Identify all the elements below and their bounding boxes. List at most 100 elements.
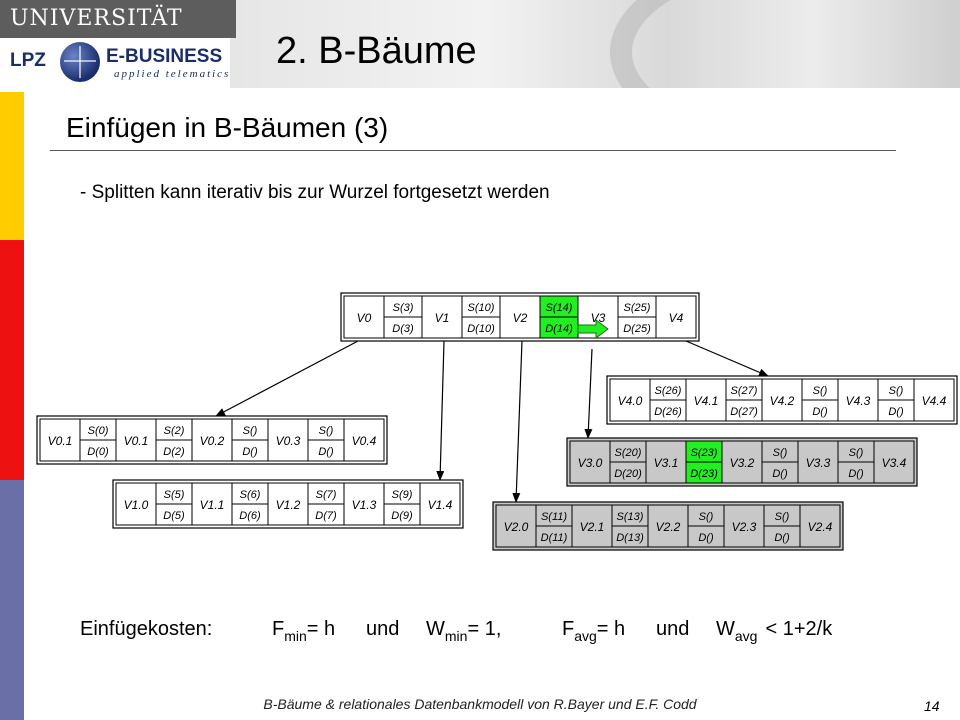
pointer-cell — [421, 295, 463, 339]
pointer-label: V1.4 — [428, 498, 453, 512]
key-label: S(20) — [615, 447, 642, 459]
data-label: D() — [774, 532, 790, 544]
data-label: D() — [772, 468, 788, 480]
key-label: S() — [889, 385, 904, 397]
data-label: D(26) — [654, 406, 682, 418]
pointer-label: V0.3 — [276, 434, 301, 448]
pointer-cell — [799, 504, 841, 548]
key-label: S() — [813, 385, 828, 397]
pointer-label: V2.2 — [656, 520, 681, 534]
pointer-label: V1.2 — [276, 498, 301, 512]
pointer-cell — [343, 295, 385, 339]
pointer-label: V3 — [591, 311, 606, 325]
header: UNIVERSITÄT LEIPZIG LPZ E-BUSINESS appli… — [0, 0, 960, 88]
data-label: D(9) — [391, 510, 413, 522]
data-label: D(10) — [467, 323, 495, 335]
pointer-label: V3.2 — [730, 456, 755, 470]
pointer-label: V3.0 — [578, 456, 603, 470]
data-label: D() — [698, 532, 714, 544]
header-photo — [230, 0, 960, 88]
key-label: S(13) — [617, 511, 644, 523]
key-label: S() — [699, 511, 714, 523]
edge-v2 — [512, 340, 523, 503]
pointer-cell — [723, 504, 765, 548]
key-label: S() — [773, 447, 788, 459]
pointer-cell — [761, 378, 803, 422]
data-label: D() — [888, 406, 904, 418]
data-label: D(27) — [730, 406, 758, 418]
logo-subtitle: applied telematics — [114, 68, 231, 80]
pointer-cell — [39, 418, 81, 462]
key-label: S(9) — [392, 489, 413, 501]
split-arrow-icon — [577, 319, 609, 339]
data-label: D() — [318, 446, 334, 458]
pointer-label: V2.4 — [808, 520, 833, 534]
key-label: S(27) — [731, 385, 758, 397]
side-bar-red — [0, 240, 24, 480]
key-label: S(11) — [541, 511, 567, 523]
data-label: D(0) — [87, 446, 109, 458]
logo-ebusiness-text: E-BUSINESS — [106, 46, 223, 67]
key-label: S(14) — [546, 302, 573, 314]
cost-label: Einfügekosten: — [80, 618, 213, 640]
data-label: D() — [812, 406, 828, 418]
globe-icon — [60, 42, 100, 82]
pointer-cell — [115, 482, 157, 526]
data-label: D(20) — [614, 468, 642, 480]
cost-favg: Favg= h — [562, 618, 626, 644]
footer-text: B-Bäume & relationales Datenbankmodell v… — [263, 696, 697, 712]
edge-v1 — [436, 340, 445, 481]
pointer-cell — [495, 504, 537, 548]
pointer-label: V4 — [669, 311, 684, 325]
pointer-label: V0.1 — [48, 434, 73, 448]
node-n2: V2.0S(11)D(11)V2.1S(13)D(13)V2.2S()D()V2… — [492, 501, 844, 551]
data-label: D(6) — [239, 510, 261, 522]
pointer-label: V4.4 — [922, 394, 947, 408]
data-label: D() — [242, 446, 258, 458]
pointer-cell — [685, 378, 727, 422]
cost-wmin: Wmin= 1, — [426, 618, 502, 644]
slide-title: 2. B-Bäume — [276, 30, 477, 72]
pointer-cell — [571, 504, 613, 548]
key-label: S(26) — [655, 385, 682, 397]
pointer-label: V1.0 — [124, 498, 149, 512]
edge-v4 — [685, 340, 769, 377]
pointer-cell — [115, 418, 157, 462]
node-n0: V0.1S(0)D(0)V0.1S(2)D(2)V0.2S()D()V0.3S(… — [36, 415, 388, 465]
pointer-cell — [191, 418, 233, 462]
data-label: D(11) — [541, 532, 568, 544]
key-label: S(3) — [393, 302, 414, 314]
side-bar-blue — [0, 480, 24, 720]
pointer-cell — [569, 440, 611, 484]
pointer-label: V2.3 — [732, 520, 757, 534]
key-label: S() — [243, 425, 258, 437]
key-label: S() — [319, 425, 334, 437]
key-label: S(2) — [164, 425, 185, 437]
pointer-label: V4.3 — [846, 394, 871, 408]
logo-lpz-text: LPZ — [10, 50, 46, 71]
pointer-label: V3.3 — [806, 456, 831, 470]
pointer-label: V1 — [435, 311, 450, 325]
key-label: S(23) — [691, 447, 718, 459]
data-label: D(25) — [623, 323, 651, 335]
data-label: D(23) — [690, 468, 718, 480]
data-label: D(14) — [545, 323, 573, 335]
data-label: D(3) — [392, 323, 414, 335]
pointer-cell — [191, 482, 233, 526]
tree-nodes: V0S(3)D(3)V1S(10)D(10)V2S(14)D(14)V3S(25… — [36, 292, 958, 551]
pointer-label: V4.1 — [694, 394, 719, 408]
pointer-label: V0.2 — [200, 434, 225, 448]
cost-und-1: und — [366, 618, 400, 640]
pointer-label: V0.1 — [124, 434, 149, 448]
node-n3: V3.0S(20)D(20)V3.1S(23)D(23)V3.2S()D()V3… — [566, 437, 918, 487]
pointer-label: V4.0 — [618, 394, 643, 408]
pointer-label: V1.3 — [352, 498, 377, 512]
node-n4: V4.0S(26)D(26)V4.1S(27)D(27)V4.2S()D()V4… — [606, 375, 958, 425]
data-label: D(13) — [616, 532, 644, 544]
pointer-label: V0 — [357, 311, 372, 325]
pointer-cell — [913, 378, 955, 422]
pointer-cell — [419, 482, 461, 526]
lpz-ebusiness-logo: LPZ E-BUSINESS applied telematics — [10, 40, 236, 86]
key-label: S(7) — [316, 489, 337, 501]
